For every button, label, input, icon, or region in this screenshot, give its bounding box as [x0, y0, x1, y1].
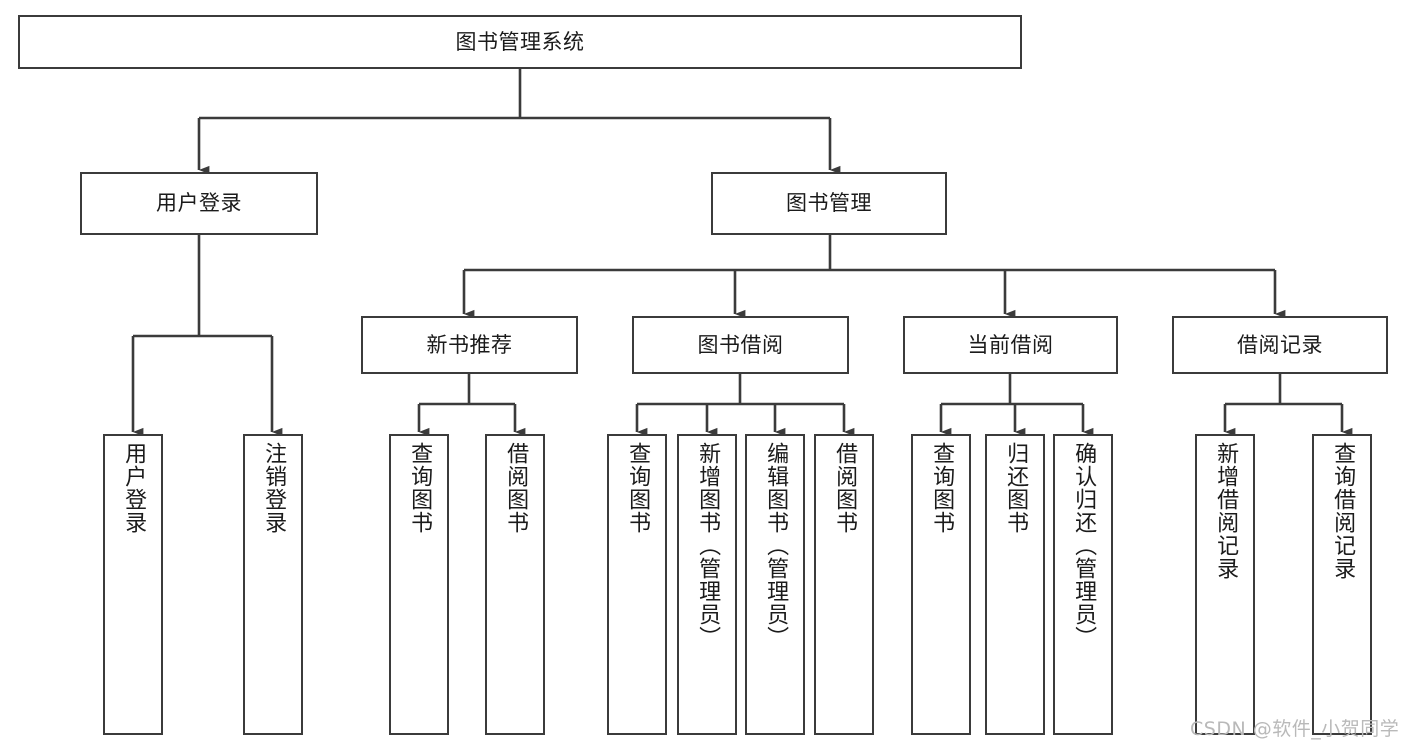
- node-root-label: 图书管理系统: [455, 29, 585, 54]
- node-leaf-query-book-3-label: 查询图书: [929, 442, 955, 534]
- node-leaf-add-borrow-record-label: 新增借阅记录: [1213, 442, 1239, 580]
- node-book-management-label: 图书管理: [786, 191, 872, 216]
- node-leaf-confirm-return[interactable]: 确认归还（管理员）: [1053, 434, 1113, 735]
- node-borrow-record-label: 借阅记录: [1237, 332, 1323, 357]
- node-leaf-edit-book[interactable]: 编辑图书（管理员）: [745, 434, 805, 735]
- node-leaf-query-book-1[interactable]: 查询图书: [389, 434, 449, 735]
- node-current-borrow-label: 当前借阅: [967, 332, 1054, 357]
- node-leaf-edit-book-label: 编辑图书（管理员）: [763, 442, 789, 649]
- node-leaf-logout-login[interactable]: 注销登录: [243, 434, 303, 735]
- node-leaf-borrow-book-2-label: 借阅图书: [832, 442, 858, 534]
- node-leaf-confirm-return-label: 确认归还（管理员）: [1071, 442, 1097, 649]
- node-leaf-add-book-label: 新增图书（管理员）: [695, 442, 721, 649]
- node-current-borrow[interactable]: 当前借阅: [903, 316, 1118, 374]
- node-leaf-return-book[interactable]: 归还图书: [985, 434, 1045, 735]
- node-leaf-query-borrow-record-label: 查询借阅记录: [1330, 442, 1356, 580]
- node-leaf-borrow-book-1[interactable]: 借阅图书: [485, 434, 545, 735]
- node-new-book-recommend-label: 新书推荐: [426, 332, 513, 357]
- node-leaf-user-login[interactable]: 用户登录: [103, 434, 163, 735]
- node-borrow-record[interactable]: 借阅记录: [1172, 316, 1388, 374]
- node-leaf-borrow-book-2[interactable]: 借阅图书: [814, 434, 874, 735]
- node-book-management[interactable]: 图书管理: [711, 172, 947, 235]
- node-book-borrow-label: 图书借阅: [697, 332, 784, 357]
- node-new-book-recommend[interactable]: 新书推荐: [361, 316, 578, 374]
- node-leaf-user-login-label: 用户登录: [121, 442, 147, 534]
- node-leaf-return-book-label: 归还图书: [1003, 442, 1029, 534]
- node-leaf-query-book-2-label: 查询图书: [625, 442, 651, 534]
- node-leaf-query-book-3[interactable]: 查询图书: [911, 434, 971, 735]
- node-leaf-add-borrow-record[interactable]: 新增借阅记录: [1195, 434, 1255, 735]
- node-leaf-borrow-book-1-label: 借阅图书: [503, 442, 529, 534]
- node-leaf-logout-login-label: 注销登录: [261, 442, 287, 534]
- node-leaf-add-book[interactable]: 新增图书（管理员）: [677, 434, 737, 735]
- node-user-login[interactable]: 用户登录: [80, 172, 318, 235]
- node-book-borrow[interactable]: 图书借阅: [632, 316, 849, 374]
- node-leaf-query-book-2[interactable]: 查询图书: [607, 434, 667, 735]
- node-leaf-query-book-1-label: 查询图书: [407, 442, 433, 534]
- node-root[interactable]: 图书管理系统: [18, 15, 1022, 69]
- node-leaf-query-borrow-record[interactable]: 查询借阅记录: [1312, 434, 1372, 735]
- node-user-login-label: 用户登录: [156, 191, 242, 216]
- watermark-text: CSDN @软件_小贺同学: [1190, 718, 1400, 740]
